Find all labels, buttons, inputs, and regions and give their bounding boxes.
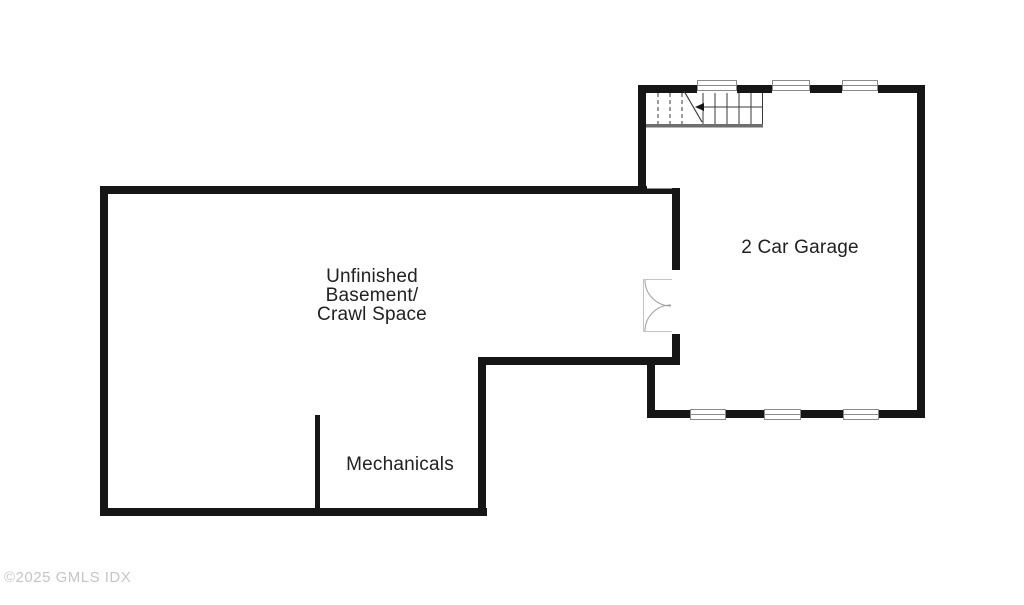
wall-segment xyxy=(879,410,925,418)
window-icon xyxy=(697,80,737,91)
window-symbols-bottom xyxy=(690,409,879,420)
room-label-garage: 2 Car Garage xyxy=(720,238,880,257)
wall-segment xyxy=(801,410,843,418)
wall-segment xyxy=(638,85,646,193)
wall-segment xyxy=(478,357,680,365)
wall-segment xyxy=(100,186,108,516)
wall-segment xyxy=(478,357,486,516)
window-icon xyxy=(843,409,879,420)
stair-direction-arrow-head xyxy=(695,103,704,111)
staircase-icon xyxy=(646,90,763,128)
wall-segment xyxy=(672,334,680,365)
double-door-icon xyxy=(643,279,672,332)
window-icon xyxy=(690,409,726,420)
window-symbols-top xyxy=(697,80,878,91)
room-label-line: Mechanicals xyxy=(346,454,454,475)
wall-segment xyxy=(672,188,680,270)
room-label-line: Crawl Space xyxy=(317,304,427,325)
stair-treads xyxy=(702,93,763,124)
room-label-basement: Unfinished Basement/ Crawl Space xyxy=(292,267,452,324)
door-swing-arcs xyxy=(644,279,672,332)
walls xyxy=(100,85,925,516)
room-label-line: Basement/ xyxy=(325,285,419,306)
wall-segment xyxy=(647,410,690,418)
stair-break-line xyxy=(683,90,703,123)
door-frame xyxy=(643,279,672,332)
wall-segment xyxy=(917,85,925,418)
stair-treads-hidden xyxy=(657,93,683,124)
wall-segment xyxy=(315,415,320,516)
wall-segment xyxy=(100,186,647,194)
room-label-line: 2 Car Garage xyxy=(741,237,859,258)
wall-segment xyxy=(100,508,487,516)
wall-segment xyxy=(647,357,655,418)
window-icon xyxy=(764,409,801,420)
wall-segment xyxy=(726,410,764,418)
room-label-mechanicals: Mechanicals xyxy=(320,455,480,474)
window-icon xyxy=(772,80,810,91)
room-label-line: Unfinished xyxy=(326,266,418,287)
wall-segment xyxy=(638,85,697,93)
wall-segment xyxy=(647,188,680,194)
stair-base-line xyxy=(646,124,763,128)
wall-segment xyxy=(737,85,772,93)
watermark: ©2025 GMLS IDX xyxy=(4,569,132,586)
wall-segment xyxy=(878,85,925,93)
wall-segment xyxy=(810,85,842,93)
window-icon xyxy=(842,80,878,91)
